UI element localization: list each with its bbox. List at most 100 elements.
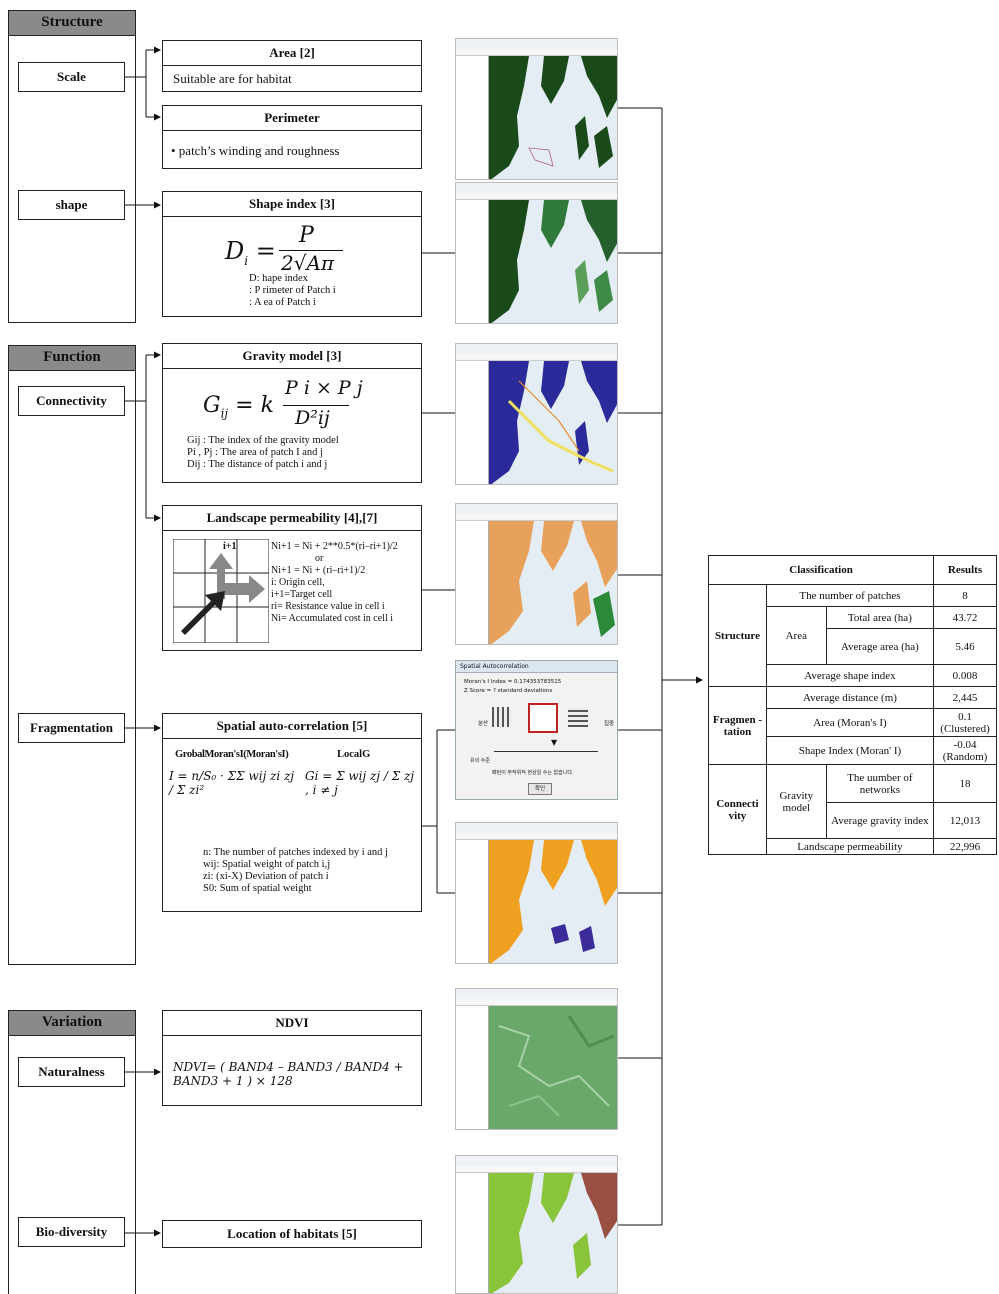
area-box-title: Area [2]	[162, 40, 422, 66]
moran-formula: I = n/S₀ · ΣΣ wij zi zj / Σ zi²	[169, 769, 295, 797]
map-screenshot-permeability	[455, 503, 618, 645]
category-naturalness: Naturalness	[18, 1057, 125, 1087]
permeability-def-1: Ni+1 = Ni + 2**0.5*(ri–ri+1)/2	[271, 541, 398, 552]
results-value: -0.04 (Random)	[933, 736, 997, 765]
clustered-pattern-icon	[528, 703, 558, 733]
results-item: Average gravity index	[825, 802, 935, 839]
random-pattern-icon	[568, 707, 588, 727]
results-value: 2,445	[933, 686, 997, 709]
gravity-def-2: Pi , Pj : The area of patch I and j	[187, 447, 323, 458]
results-value: 5.46	[933, 628, 997, 665]
perimeter-box-body: • patch’s winding and roughness	[162, 131, 422, 169]
results-table: Classification Results Structure The num…	[707, 555, 997, 855]
autocorr-def-1: n: The number of patches indexed by i an…	[203, 847, 388, 858]
variation-section-header: Variation	[8, 1010, 136, 1036]
dialog-line-2: Z Score = ? standard deviations	[464, 688, 553, 694]
dialog-note: 패턴이 무작위적 현상일 수는 없습니다.	[492, 770, 574, 776]
dialog-line-1: Moran's I Index = 0.174353783515	[464, 679, 562, 685]
spatial-autocorrelation-dialog: Spatial Autocorrelation Moran's I Index …	[455, 660, 618, 800]
results-item: Shape Index (Moran' I)	[765, 736, 935, 765]
results-item: The number of patches	[765, 584, 935, 607]
autocorr-box-title: Spatial auto-correlation [5]	[162, 713, 422, 739]
structure-section-header: Structure	[8, 10, 136, 36]
shape-index-def-3: : A ea of Patch i	[249, 297, 316, 308]
gravity-box-body: Gij = k P i × P j D²ij Gij : The index o…	[162, 369, 422, 483]
autocorr-definitions: n: The number of patches indexed by i an…	[203, 847, 418, 895]
grid-label: i+1	[223, 541, 236, 552]
variation-section	[8, 1010, 136, 1294]
results-group-fragmentation: Fragmen -tation	[708, 686, 767, 765]
shape-index-box-title: Shape index [3]	[162, 191, 422, 217]
permeability-def-4: i: Origin cell,	[271, 577, 325, 588]
dialog-right-label: 집중	[604, 721, 615, 727]
permeability-box-body: i+1 Ni+1 = Ni + 2**0.5*(ri–ri+1)/2 or Ni…	[162, 531, 422, 651]
map-screenshot-area	[455, 38, 618, 180]
dialog-title: Spatial Autocorrelation	[456, 661, 617, 673]
results-group-connectivity: Connecti vity	[708, 764, 767, 855]
local-g-formula: Gi = Σ wij zj / Σ zj , i ≠ j	[305, 769, 415, 797]
autocorr-def-2: wij: Spatial weight of patch i,j	[203, 859, 331, 870]
category-shape: shape	[18, 190, 125, 220]
permeability-def-2: or	[315, 553, 324, 564]
results-value: 12,013	[933, 802, 997, 839]
results-item: Total area (ha)	[825, 606, 935, 629]
results-value: 18	[933, 764, 997, 803]
map-screenshot-habitats	[455, 1155, 618, 1294]
permeability-def-7: Ni= Accumulated cost in cell i	[271, 613, 393, 624]
autocorr-def-4: S0: Sum of spatial weight	[203, 883, 312, 894]
shape-index-box-body: Di = P 2√Aπ D: hape index : P rimeter of…	[162, 217, 422, 317]
autocorr-box-body: GrobalMoran'sI(Moran'sI) LocalG I = n/S₀…	[162, 739, 422, 912]
global-moran-label: GrobalMoran'sI(Moran'sI)	[175, 749, 289, 760]
area-box-body: Suitable are for habitat	[162, 66, 422, 92]
permeability-definitions: Ni+1 = Ni + 2**0.5*(ri–ri+1)/2 or Ni+1 =…	[271, 541, 421, 625]
shape-index-definitions: D: hape index : P rimeter of Patch i : A…	[249, 273, 419, 309]
shape-index-formula: Di = P 2√Aπ	[221, 223, 371, 279]
local-g-label: LocalG	[337, 749, 371, 760]
autocorr-def-3: zi: (xi-X) Deviation of patch i	[203, 871, 329, 882]
shape-index-def-2: : P rimeter of Patch i	[249, 285, 336, 296]
ndvi-box-body: NDVI= ( BAND4 – BAND3 / BAND4 + BAND3 + …	[162, 1036, 422, 1106]
results-item: Area (Moran's I)	[765, 708, 935, 737]
perimeter-description: • patch’s winding and roughness	[171, 143, 340, 158]
area-description: Suitable are for habitat	[173, 71, 292, 86]
results-value: 22,996	[933, 838, 997, 855]
structure-section	[8, 10, 136, 323]
results-group-structure: Structure	[708, 584, 767, 687]
map-screenshot-shape-index	[455, 182, 618, 324]
dialog-left-label: 분산	[478, 721, 489, 727]
category-biodiversity: Bio-diversity	[18, 1217, 125, 1247]
results-value: 8	[933, 584, 997, 607]
results-value: 0.1 (Clustered)	[933, 708, 997, 737]
ndvi-formula: NDVI= ( BAND4 – BAND3 / BAND4 + BAND3 + …	[173, 1060, 404, 1088]
map-screenshot-ndvi	[455, 988, 618, 1130]
results-header-results: Results	[933, 555, 997, 585]
results-sub-gravity: Gravity model	[765, 764, 827, 839]
results-sub-area: Area	[765, 606, 827, 665]
shape-index-def-1: D: hape index	[249, 273, 308, 284]
permeability-grid-diagram: i+1	[173, 539, 269, 643]
category-connectivity: Connectivity	[18, 386, 125, 416]
perimeter-box-title: Perimeter	[162, 105, 422, 131]
results-item: The uumber of networks	[825, 764, 935, 803]
permeability-def-6: ri= Resistance value in cell i	[271, 601, 385, 612]
function-section-header: Function	[8, 345, 136, 371]
gravity-def-1: Gij : The index of the gravity model	[187, 435, 339, 446]
permeability-box-title: Landscape permeability [4],[7]	[162, 505, 422, 531]
ndvi-box-title: NDVI	[162, 1010, 422, 1036]
gravity-formula: Gij = k P i × P j D²ij	[203, 377, 363, 429]
dialog-ok-button[interactable]: 확인	[528, 783, 552, 795]
results-value: 0.008	[933, 664, 997, 687]
habitats-box-title: Location of habitats [5]	[162, 1220, 422, 1248]
results-item: Average shape index	[765, 664, 935, 687]
significance-scale	[494, 751, 598, 752]
permeability-def-3: Ni+1 = Ni + (ri–ri+1)/2	[271, 565, 366, 576]
permeability-def-5: i+1=Target cell	[271, 589, 333, 600]
results-value: 43.72	[933, 606, 997, 629]
scale-label: 유의 수준	[470, 758, 490, 764]
function-section	[8, 345, 136, 965]
results-item: Average distance (m)	[765, 686, 935, 709]
category-scale: Scale	[18, 62, 125, 92]
gravity-definitions: Gij : The index of the gravity model Pi …	[187, 435, 417, 471]
category-fragmentation: Fragmentation	[18, 713, 125, 743]
results-item: Landscape permeability	[765, 838, 935, 855]
